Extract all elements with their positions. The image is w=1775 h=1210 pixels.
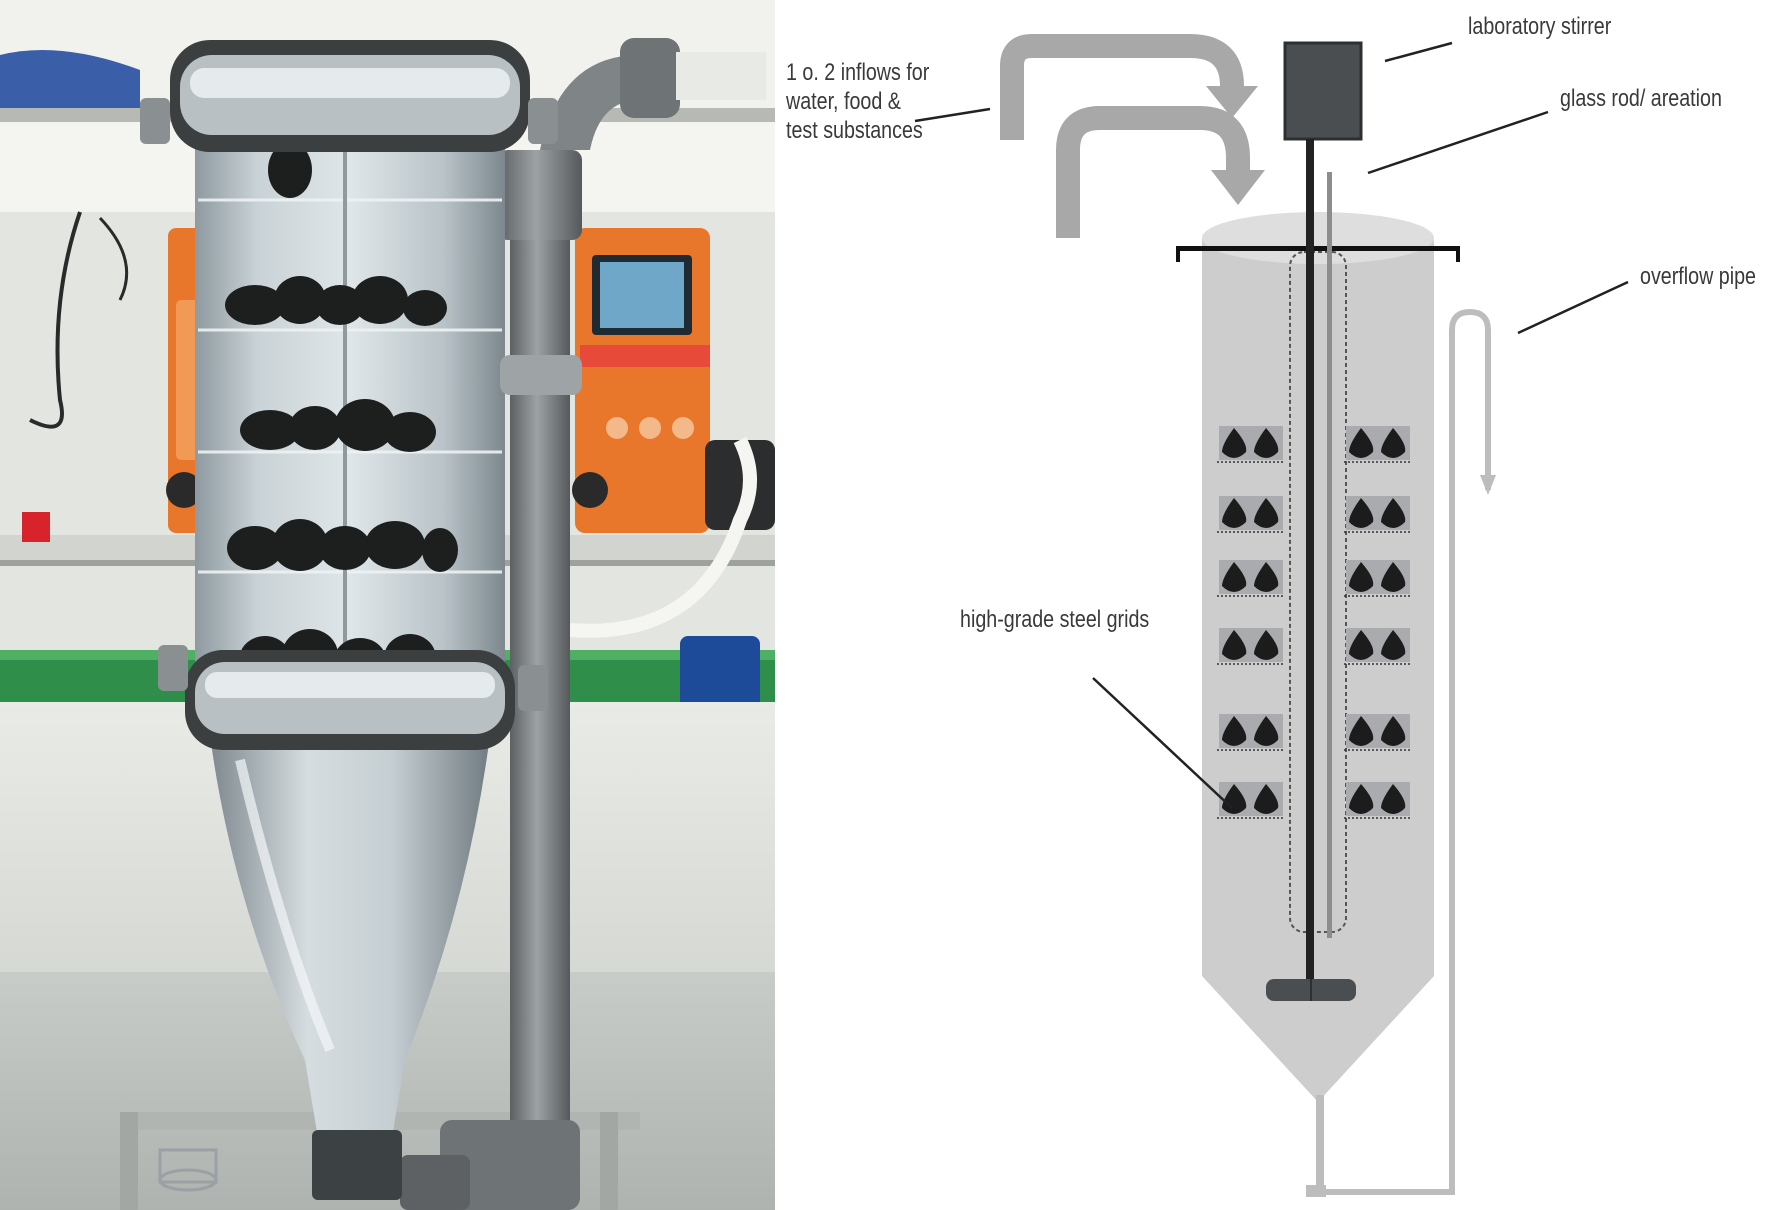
mussel-icon [1381,716,1406,746]
mussel-icon [1349,498,1374,528]
mussel-icon [1254,784,1279,814]
inflow-arrow-2 [1056,106,1265,238]
steel-grid [1344,496,1412,533]
mussel-icon [1349,784,1374,814]
label-inflows-line2: water, food & [786,88,901,115]
mussel-icon [1222,562,1247,592]
steel-grid [1344,560,1412,597]
mussel-icon [1222,428,1247,458]
steel-grid [1344,426,1412,463]
overflow-arrow [1480,475,1496,495]
overflow-pipe [1317,308,1491,1195]
callout-grids [1092,677,1233,809]
mussel-icon [1222,630,1247,660]
mussel-icon [1381,630,1406,660]
glass-rod [1327,172,1332,938]
laboratory-stirrer [1266,41,1363,1001]
label-overflow: overflow pipe [1640,263,1756,290]
test-vessel [1202,212,1434,1197]
mussel-icon [1349,562,1374,592]
label-glass-rod: glass rod/ areation [1560,85,1722,112]
mussel-icon [1222,716,1247,746]
steel-grid [1217,628,1285,665]
mussel-icon [1254,716,1279,746]
mussel-icon [1381,498,1406,528]
mussel-icon [1349,716,1374,746]
steel-grid [1217,496,1285,533]
mussel-icon [1349,428,1374,458]
label-inflows: 1 o. 2 inflows for water, food & test su… [786,58,929,145]
mussel-icon [1254,562,1279,592]
steel-grid [1217,560,1285,597]
label-inflows-line3: test substances [786,117,923,144]
mussel-icon [1381,428,1406,458]
steel-grid [1217,714,1285,751]
photo-panel [0,0,775,1210]
mussel-icon [1254,498,1279,528]
label-inflows-line1: 1 o. 2 inflows for [786,59,930,86]
mussel-icon [1349,630,1374,660]
steel-grid [1344,714,1412,751]
mussel-icon [1254,630,1279,660]
steel-grid [1344,782,1412,819]
callout-lines [914,41,1629,809]
steel-grid [1344,628,1412,665]
label-stirrer: laboratory stirrer [1468,13,1612,40]
inflow-arrow-1 [1000,34,1258,140]
steel-grid [1217,426,1285,463]
mussel-icon [1381,784,1406,814]
callout-overflow [1517,280,1629,335]
callout-inflows [914,107,991,123]
mussel-icon [1222,498,1247,528]
label-grids: high-grade steel grids [960,606,1150,633]
mussel-icon [1254,428,1279,458]
steel-grid [1217,782,1285,819]
mussel-icon [1222,784,1247,814]
steel-grids [1217,426,1412,819]
callout-stirrer [1384,41,1453,63]
lid-bar [1176,246,1460,262]
callout-glass-rod [1367,110,1549,175]
mussel-icon [1381,562,1406,592]
inner-tube [1289,251,1347,933]
